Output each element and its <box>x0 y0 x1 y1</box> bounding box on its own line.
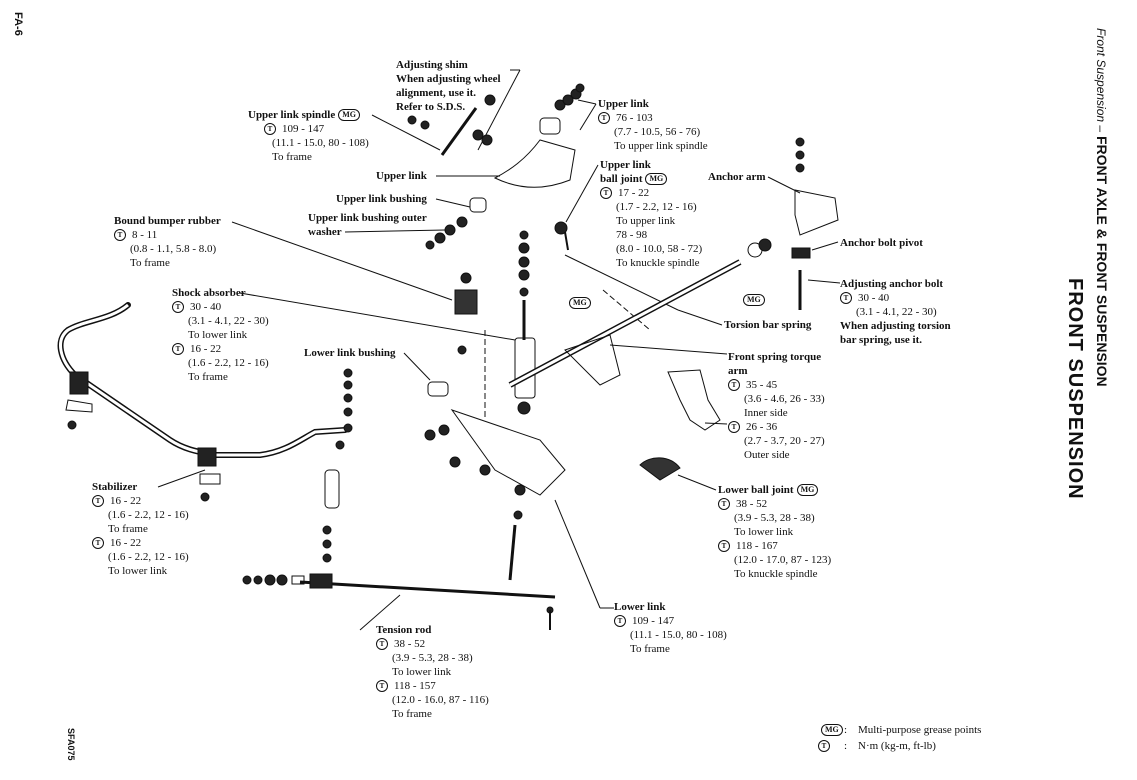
mg-symbol: MG <box>821 724 843 737</box>
torque-symbol: T <box>598 112 610 125</box>
torque-symbol: T <box>718 540 730 553</box>
mg-symbol: MG <box>569 297 591 310</box>
knuckle-spindle <box>667 369 721 431</box>
leader-lower-link-2 <box>554 499 601 609</box>
torque-symbol: T <box>172 343 184 356</box>
label-upper-link-bushing-washer: Upper link bushing outer washer <box>308 212 427 238</box>
leader-upper-link-r2 <box>579 103 597 131</box>
label-adjusting-shim: Adjusting shim When adjusting wheel alig… <box>396 59 501 113</box>
stabilizer-link-sleeve <box>324 469 340 509</box>
leader-torsion-bar <box>677 309 723 326</box>
mg-symbol: MG <box>796 484 819 497</box>
leader-bound-bumper <box>231 221 453 301</box>
leader-upper-link-r <box>577 99 597 105</box>
torque-symbol: T <box>728 421 740 434</box>
legend-torque-text: N·m (kg-m, ft-lb) <box>858 740 936 752</box>
symbol-legend: MG:Multi-purpose grease points T:N·m (kg… <box>818 722 981 754</box>
torque-symbol: T <box>600 187 612 200</box>
page-number: FA-6 <box>12 12 24 36</box>
torque-symbol: T <box>376 638 388 651</box>
section-title: FRONT SUSPENSION <box>1064 278 1086 500</box>
torque-symbol: T <box>92 537 104 550</box>
anchor-arm <box>794 189 839 236</box>
label-upper-link-center: Upper link <box>376 170 427 182</box>
mg-symbol: MG <box>645 173 668 186</box>
leader-shock-absorber <box>239 292 516 341</box>
leader-upper-washer <box>344 229 446 233</box>
bolt <box>200 492 210 502</box>
label-torsion-bar-spring: Torsion bar spring <box>724 319 812 331</box>
leader-upper-link-bushing <box>435 198 471 208</box>
torque-symbol: T <box>114 229 126 242</box>
lower-ball-joint <box>639 457 681 481</box>
torque-symbol: T <box>264 123 276 136</box>
front-spring-torque-arm <box>564 334 621 386</box>
label-mg-torsion: MG <box>740 293 765 307</box>
leader-upper-ball-joint <box>565 164 599 223</box>
shock-absorber-body <box>514 337 536 399</box>
torque-symbol: T <box>840 292 852 305</box>
torque-symbol: T <box>614 615 626 628</box>
leader-torque-arm-2 <box>704 422 728 425</box>
label-mg-center: MG <box>566 296 591 310</box>
label-anchor-bolt-pivot: Anchor bolt pivot <box>840 237 923 249</box>
stabilizer-bar-inner <box>59 303 346 457</box>
leader-adjusting-anchor-bolt <box>807 279 841 284</box>
leader-torsion-bar-2 <box>564 254 679 311</box>
legend-mg-text: Multi-purpose grease points <box>858 724 982 736</box>
leader-tension-rod <box>359 594 401 631</box>
bolt <box>67 420 77 430</box>
stabilizer-bushing-2 <box>197 447 217 467</box>
figure-code: SFA075 <box>66 728 76 761</box>
leader-stabilizer <box>157 469 206 488</box>
leader-anchor-bolt-pivot <box>811 241 839 251</box>
running-head: Front Suspension – FRONT AXLE & FRONT SU… <box>1094 28 1110 387</box>
lower-link-arm <box>450 409 566 496</box>
stabilizer-bracket-2 <box>199 473 221 485</box>
upper-link-arm <box>493 139 576 188</box>
leader-torque-arm <box>609 344 728 355</box>
leader-lower-link-bushing <box>403 352 431 381</box>
mg-symbol: MG <box>338 109 361 122</box>
torque-symbol: T <box>728 379 740 392</box>
torque-symbol: T <box>818 740 830 753</box>
label-upper-link-bushing: Upper link bushing <box>336 193 427 205</box>
torque-symbol: T <box>718 498 730 511</box>
leader-upper-link-spindle <box>371 114 441 151</box>
bound-bumper-rubber <box>454 289 478 315</box>
torque-symbol: T <box>92 495 104 508</box>
stabilizer-bracket-1 <box>65 399 93 413</box>
label-anchor-arm: Anchor arm <box>708 171 766 183</box>
mg-symbol: MG <box>743 294 765 307</box>
stabilizer-bushing-1 <box>69 371 89 395</box>
label-lower-link-bushing: Lower link bushing <box>304 347 396 359</box>
lower-link-bushing <box>427 381 449 397</box>
torque-symbol: T <box>376 680 388 693</box>
tension-rod <box>299 580 556 599</box>
center-line-2 <box>602 289 651 331</box>
upper-link-spindle <box>440 107 478 156</box>
leader-lower-ball-joint <box>677 474 717 491</box>
torque-symbol: T <box>172 301 184 314</box>
